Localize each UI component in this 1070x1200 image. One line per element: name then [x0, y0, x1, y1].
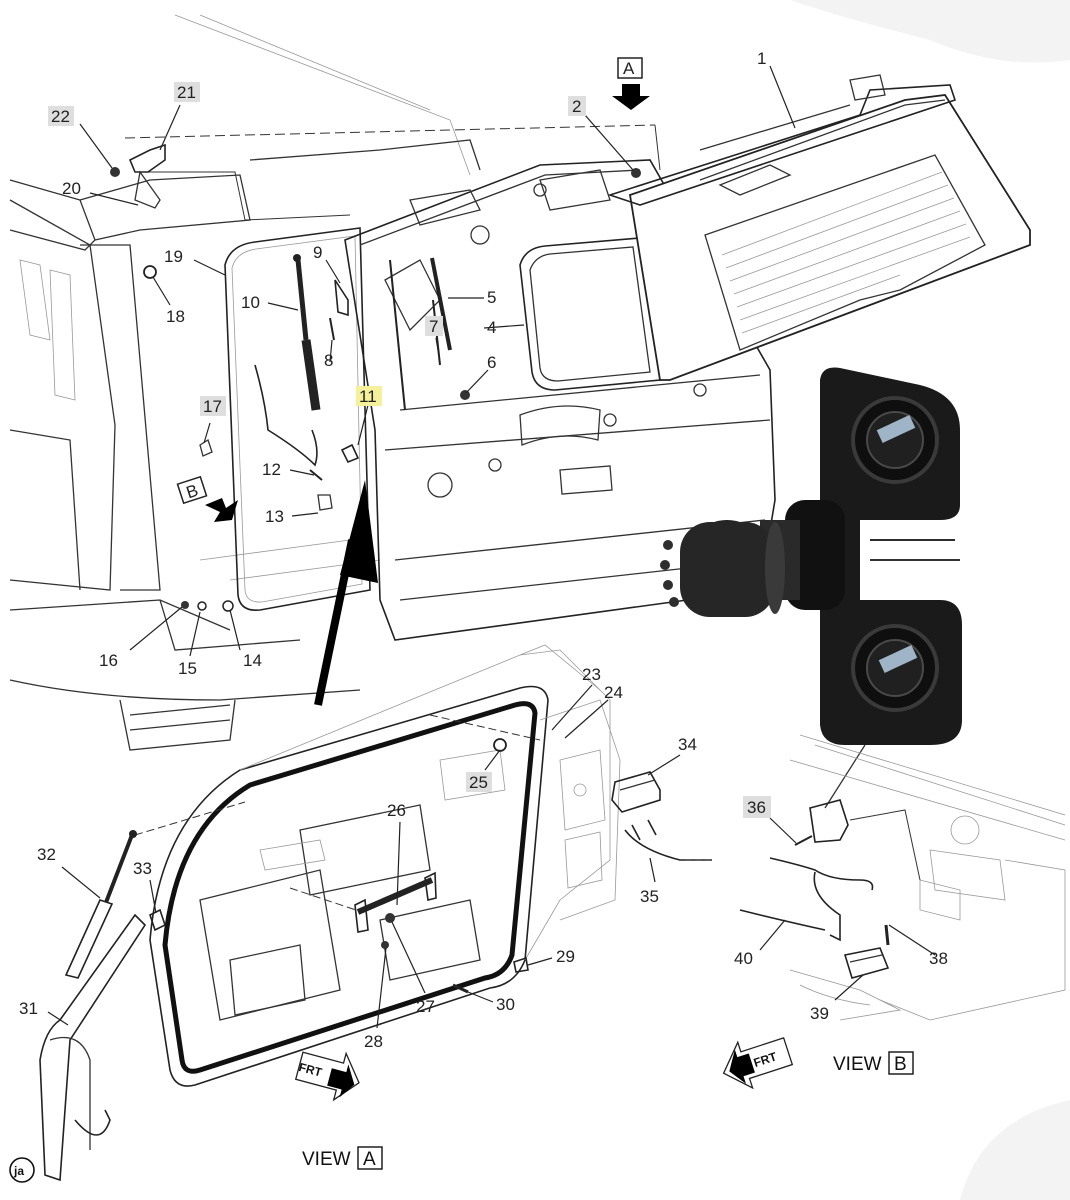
callout-33: 33 [133, 859, 152, 878]
frt-label-a: FRT [297, 1060, 324, 1080]
callout-6: 6 [487, 353, 496, 372]
liftgate-hinge [334, 279, 349, 317]
view-a-liftgate-detail [134, 644, 611, 1087]
view-b-caption: VIEW B [833, 1051, 914, 1075]
view-a-caption: VIEW A [302, 1146, 383, 1170]
callout-8: 8 [324, 351, 333, 370]
callout-23: 23 [582, 665, 601, 684]
trim-garnish-panel [39, 913, 147, 1182]
callout-32: 32 [37, 845, 56, 864]
lower-gas-strut [64, 830, 137, 979]
bolt-8 [329, 317, 335, 341]
frt-arrow-left: FRT [294, 1051, 360, 1102]
callout-4: 4 [487, 318, 496, 337]
callout-27: 27 [416, 997, 435, 1016]
callout-15: 15 [178, 659, 197, 678]
callout-19: 19 [164, 247, 183, 266]
view-b-word: VIEW [833, 1054, 882, 1075]
callout-28: 28 [364, 1032, 383, 1051]
view-a-marker: A [612, 57, 650, 110]
view-a-marker-letter: A [623, 59, 635, 78]
liftgate-glass-panel [607, 74, 1031, 381]
callout-1: 1 [757, 49, 766, 68]
callout-31: 31 [19, 999, 38, 1018]
liftgate-harness [254, 364, 318, 467]
callout-29: 29 [556, 947, 575, 966]
callout-36: 36 [747, 798, 766, 817]
view-b-letter: B [894, 1054, 907, 1075]
callout-17: 17 [203, 397, 222, 416]
callout-24: 24 [604, 683, 623, 702]
callout-2: 2 [572, 97, 581, 116]
callout-30: 30 [496, 995, 515, 1014]
callout-40: 40 [734, 949, 753, 968]
gas-strut-upper [293, 254, 321, 411]
harness-connector-34 [611, 771, 661, 813]
callout-39: 39 [810, 1004, 829, 1023]
callout-12: 12 [262, 460, 281, 479]
view-b-marker-letter: B [184, 481, 201, 503]
corner-shade-top [790, 0, 1070, 63]
callout-13: 13 [265, 507, 284, 526]
clip-33 [149, 908, 166, 932]
vehicle-body-outline [9, 14, 481, 751]
door-opening-seal [224, 227, 371, 612]
ja-badge-text: ja [13, 1164, 24, 1178]
callout-18: 18 [166, 307, 185, 326]
view-b-marker: B [176, 475, 238, 522]
frt-arrow-right: FRT [722, 1037, 794, 1090]
body-pillar-wireframe [539, 699, 621, 921]
harness-35 [624, 819, 712, 861]
callout-7: 7 [429, 317, 438, 336]
callout-labels: 1 2 4 5 6 7 8 9 10 11 12 13 14 15 16 17 … [19, 49, 948, 1051]
photo-part-detail [660, 367, 962, 809]
callout-leaders [47, 65, 936, 1029]
callout-21: 21 [177, 83, 196, 102]
callout-25: 25 [469, 773, 488, 792]
callout-34: 34 [678, 735, 697, 754]
latch-clip [340, 443, 360, 464]
ja-badge: ja [9, 1157, 35, 1183]
hinge-parts-small [110, 143, 333, 612]
callout-11: 11 [359, 387, 377, 406]
callout-10: 10 [241, 293, 260, 312]
view-a-word: VIEW [302, 1149, 351, 1170]
callout-22: 22 [51, 107, 70, 126]
callout-38: 38 [929, 949, 948, 968]
callout-35: 35 [640, 887, 659, 906]
view-b-latch-detail [739, 734, 1066, 1021]
view-a-pointer-arrow [314, 480, 378, 706]
view-a-letter: A [363, 1149, 376, 1170]
callout-5: 5 [487, 288, 496, 307]
corner-shade-bottom [960, 1100, 1070, 1200]
callout-20: 20 [62, 179, 81, 198]
callout-9: 9 [313, 243, 322, 262]
highlight-11 [356, 386, 382, 406]
assembly-guide-lines [124, 124, 661, 221]
callout-26: 26 [387, 801, 406, 820]
callout-16: 16 [99, 651, 118, 670]
liftgate-inner-panel [344, 159, 776, 641]
callout-14: 14 [243, 651, 262, 670]
